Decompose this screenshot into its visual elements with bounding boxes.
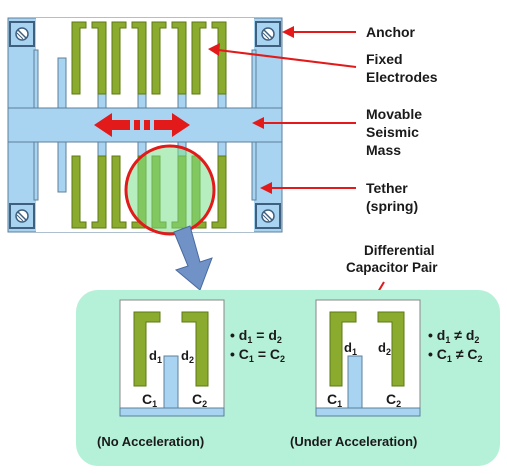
fixed-electrode-left [329, 311, 357, 387]
anchor-label: Anchor [366, 24, 416, 40]
equation-c-equal: • C1 = C2 [230, 346, 285, 364]
equation-d-notequal: • d1 ≠ d2 [428, 327, 479, 345]
equation-d-equal: • d1 = d2 [230, 327, 282, 345]
detail-panel: d1 d2 C1 C2 • d1 = d2 • C1 = C2 (No Acce… [76, 290, 500, 466]
movable-mass-label-line1: Movable [366, 106, 422, 122]
gap-d2-label: d2 [378, 340, 391, 357]
tether-label-line2: (spring) [366, 198, 418, 214]
differential-label-line1: Differential [364, 243, 435, 258]
anchor-bottom-left [9, 203, 35, 229]
motion-arrow-icon [94, 113, 190, 137]
mems-device [7, 17, 283, 236]
tether-bottom-right [251, 141, 257, 201]
cap-c1-label: C1 [327, 391, 342, 409]
tether-label-line1: Tether [366, 180, 408, 196]
cap-c2-label: C2 [386, 391, 401, 409]
zoom-highlight-circle [124, 144, 216, 236]
detail-under-acceleration: d1 d2 C1 C2 • d1 ≠ d2 • C1 ≠ C2 (Under A… [290, 299, 483, 449]
caption-no-acceleration: (No Acceleration) [97, 434, 204, 449]
tether-top-right [251, 49, 257, 109]
zoom-pointer-arrow-icon [173, 225, 213, 291]
anchor-bottom-right [255, 203, 281, 229]
anchor-top-left [9, 21, 35, 47]
tether-top-left [33, 49, 39, 109]
fixed-electrodes-top [71, 21, 227, 95]
fixed-electrodes-bottom [71, 155, 227, 229]
movable-mass-label-line2: Seismic [366, 124, 419, 140]
fixed-electrode-right [181, 311, 209, 387]
detail-no-acceleration: d1 d2 C1 C2 • d1 = d2 • C1 = C2 (No Acce… [97, 299, 285, 449]
cap-c1-label: C1 [142, 391, 157, 409]
cap-c2-label: C2 [192, 391, 207, 409]
movable-mass-label-line3: Mass [366, 142, 401, 158]
fixed-electrode-left [133, 311, 161, 387]
gap-d1-label: d1 [344, 340, 357, 357]
equation-c-notequal: • C1 ≠ C2 [428, 346, 483, 364]
fixed-electrode-right [377, 311, 405, 387]
differential-label-line2: Capacitor Pair [346, 260, 438, 275]
tether-bottom-left [33, 141, 39, 201]
anchor-top-right [255, 21, 281, 47]
fixed-electrodes-label-line1: Fixed [366, 51, 403, 67]
caption-under-acceleration: (Under Acceleration) [290, 434, 417, 449]
fixed-electrodes-label-line2: Electrodes [366, 69, 438, 85]
gap-d1-label: d1 [149, 348, 162, 365]
gap-d2-label: d2 [181, 348, 194, 365]
